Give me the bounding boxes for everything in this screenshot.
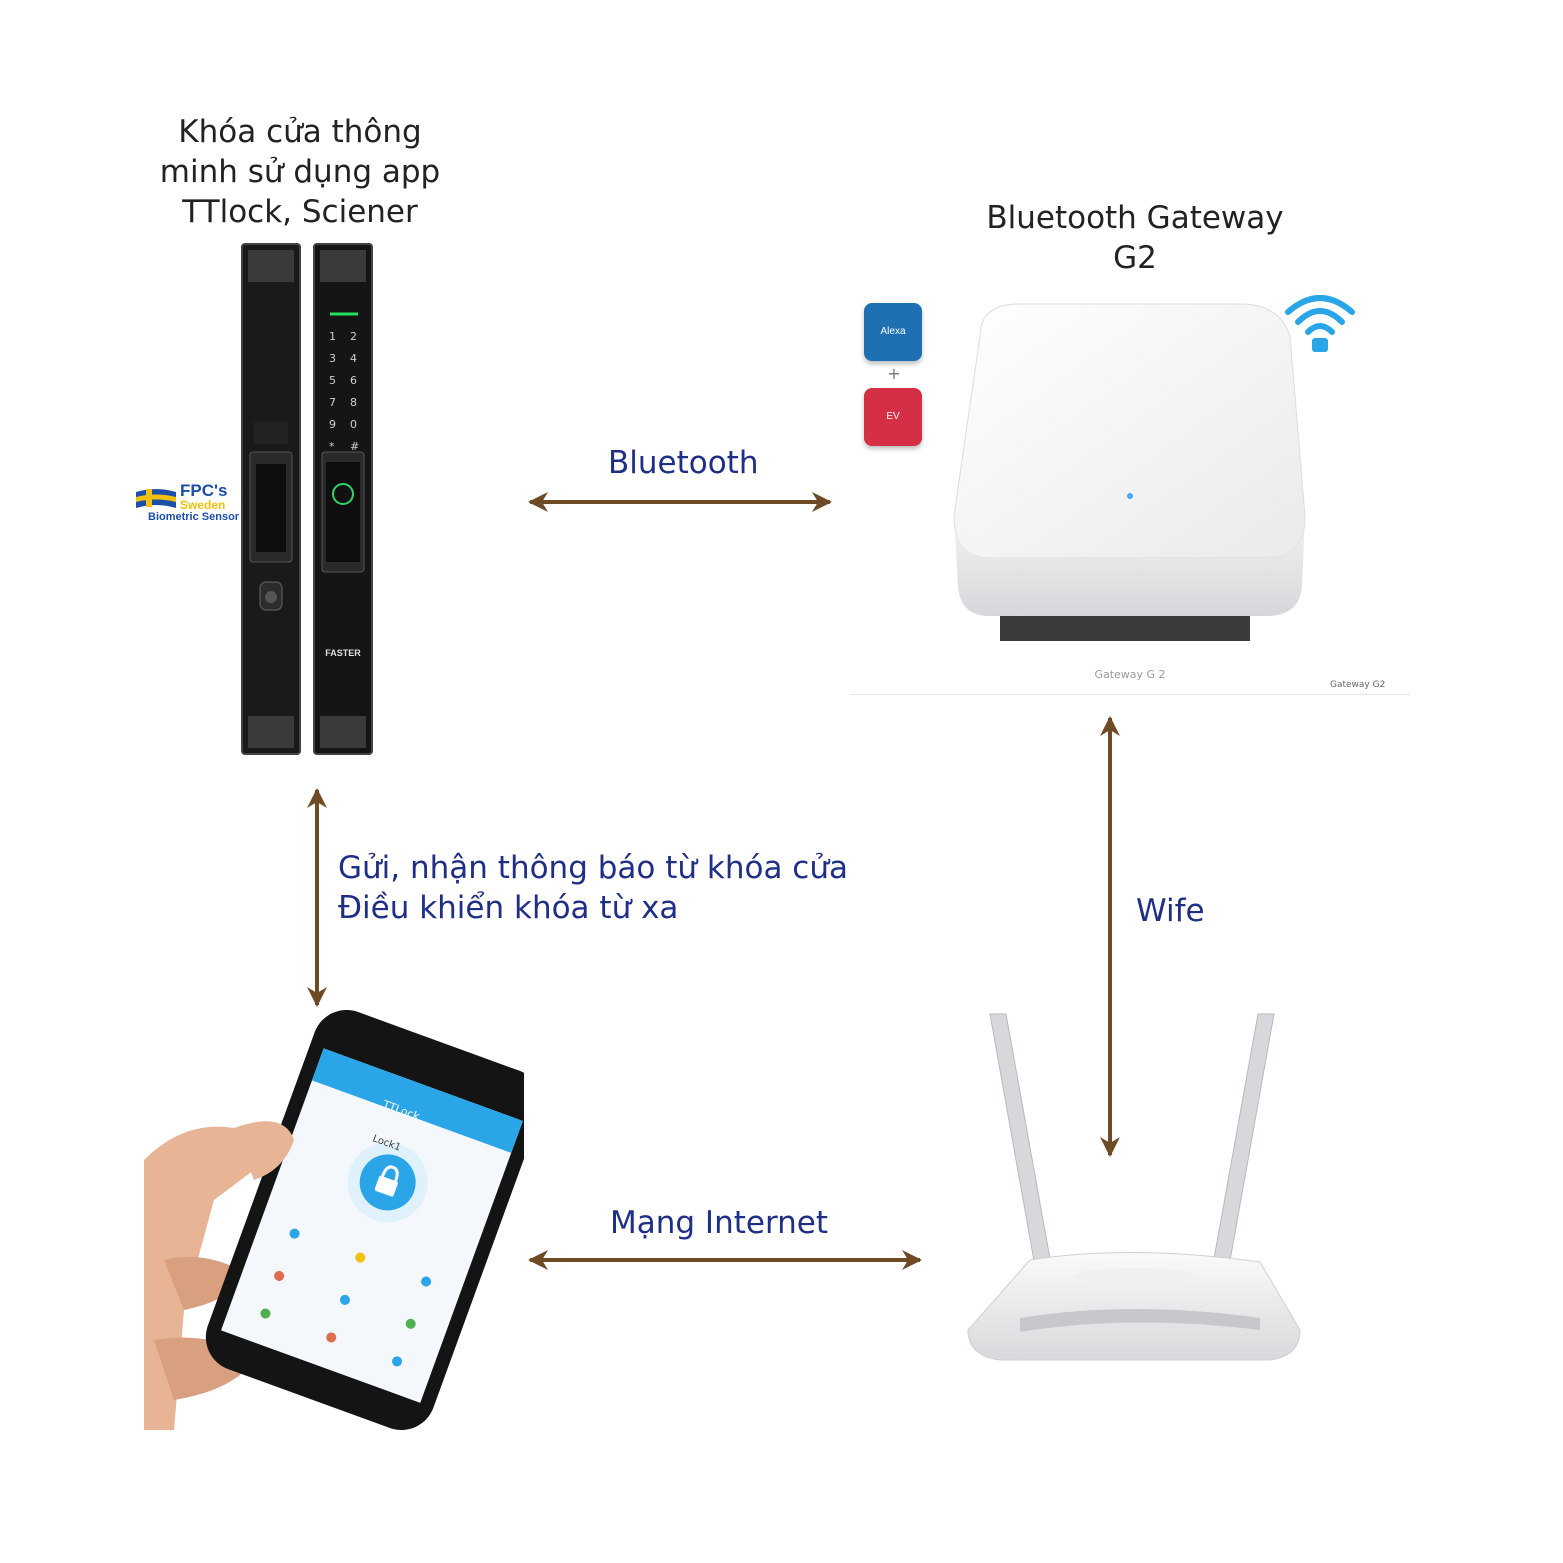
keypad-key: 2 bbox=[350, 330, 357, 343]
lock-title-line3: TTlock, Sciener bbox=[182, 194, 418, 230]
lock-title: Khóa cửa thông minh sử dụng app TTlock, … bbox=[130, 112, 470, 232]
phone-lock-label-line2: Điều khiển khóa từ xa bbox=[338, 890, 679, 926]
gateway-device-image bbox=[953, 303, 1306, 641]
wifi-icon bbox=[1285, 295, 1355, 352]
brand-country: Sweden bbox=[180, 498, 226, 512]
red-badge-label: EV bbox=[886, 411, 900, 422]
wifi-router-image bbox=[967, 1013, 1301, 1361]
brand-name: FPC's bbox=[180, 481, 228, 500]
keypad-key: 1 bbox=[329, 330, 336, 343]
alexa-badge: Alexa bbox=[864, 303, 922, 361]
phone-in-hand-image bbox=[144, 1010, 524, 1430]
brand-tagline: Biometric Sensor bbox=[148, 511, 240, 523]
keypad-key: 5 bbox=[329, 374, 336, 387]
gateway-title-line1: Bluetooth Gateway bbox=[986, 200, 1284, 236]
keypad-key: * bbox=[329, 440, 335, 453]
smart-lock-drawing bbox=[241, 243, 373, 755]
gateway-caption-right: Gateway G2 bbox=[1330, 680, 1386, 690]
lock-device-label: FASTER bbox=[325, 648, 361, 658]
lock-title-line1: Khóa cửa thông bbox=[178, 114, 422, 150]
wifi-label: Wife bbox=[1136, 893, 1205, 929]
lock-title-line2: minh sử dụng app bbox=[159, 154, 441, 190]
sweden-flag-icon bbox=[136, 489, 176, 508]
smart-lock-image: 1 2 3 4 5 6 7 8 9 0 * # FASTER bbox=[240, 242, 376, 756]
keypad-key: 6 bbox=[350, 374, 357, 387]
bluetooth-label: Bluetooth bbox=[608, 445, 759, 481]
plus-sign: + bbox=[887, 364, 901, 383]
keypad-key: 0 bbox=[350, 418, 357, 431]
gateway-title: Bluetooth Gateway G2 bbox=[960, 198, 1310, 278]
keypad-key: # bbox=[350, 440, 360, 453]
gateway-baseline bbox=[850, 694, 1410, 695]
red-badge: EV bbox=[864, 388, 922, 446]
fpc-brand-badge: FPC's Sweden Biometric Sensor bbox=[134, 482, 244, 528]
gateway-title-line2: G2 bbox=[1113, 240, 1157, 276]
keypad-key: 9 bbox=[329, 418, 336, 431]
phone-lock-label: Gửi, nhận thông báo từ khóa cửa Điều khi… bbox=[338, 848, 848, 928]
keypad-key: 8 bbox=[350, 396, 357, 409]
gateway-caption-center: Gateway G 2 bbox=[1094, 668, 1166, 681]
alexa-label: Alexa bbox=[880, 326, 906, 337]
keypad-key: 7 bbox=[329, 396, 336, 409]
keypad-key: 4 bbox=[350, 352, 357, 365]
keypad-key: 3 bbox=[329, 352, 336, 365]
internet-label: Mạng Internet bbox=[610, 1205, 829, 1241]
phone-lock-label-line1: Gửi, nhận thông báo từ khóa cửa bbox=[338, 850, 848, 886]
